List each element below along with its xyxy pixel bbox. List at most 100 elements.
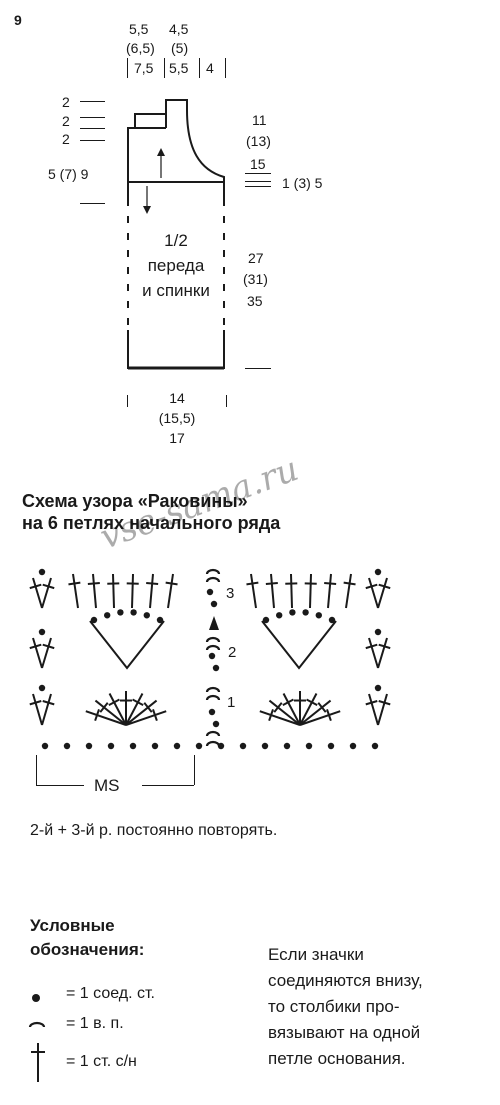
double-crochet-crossbar <box>306 698 318 706</box>
chain-stitch-icon <box>205 636 221 643</box>
slip-stitch-icon <box>130 609 137 616</box>
bottom-width-1: 14 <box>169 390 185 406</box>
foundation-dot <box>305 742 313 750</box>
double-crochet-crossbar <box>273 702 283 713</box>
double-crochet-crossbar <box>87 581 100 586</box>
foundation-dot <box>327 742 335 750</box>
fan-stitch-icon <box>125 710 167 726</box>
slip-stitch-icon <box>276 612 283 619</box>
chain-stitch-icon <box>205 730 221 737</box>
double-crochet-crossbar <box>42 583 55 590</box>
double-crochet-crossbar <box>108 698 120 706</box>
double-crochet-crossbar <box>365 700 378 706</box>
figure-number: 9 <box>14 12 22 28</box>
legend-title-line-1: Условные <box>30 916 115 935</box>
fan-stitch-icon <box>268 699 301 726</box>
double-crochet-icon <box>131 573 134 609</box>
slip-stitch-icon <box>156 616 164 624</box>
fan-stitch-icon <box>125 699 158 726</box>
foundation-dot <box>41 742 49 750</box>
center-label-line-3: и спинки <box>142 281 210 300</box>
repeat-note: 2-й + 3-й р. постоянно повторять. <box>30 822 278 839</box>
legend-note-line-1: Если значки <box>268 945 364 964</box>
chain-arc <box>89 620 165 670</box>
right-top-2: (13) <box>246 133 271 149</box>
fan-stitch-icon <box>108 693 127 726</box>
slip-stitch-icon <box>32 994 40 1002</box>
fan-stitch-icon <box>125 693 144 726</box>
slip-stitch-icon <box>38 568 46 576</box>
slip-stitch-icon <box>212 720 220 728</box>
chain-stitch-icon <box>205 568 221 575</box>
top-width-3a: 7,5 <box>134 60 154 76</box>
double-crochet-icon <box>41 577 52 609</box>
top-width-2b: (5) <box>171 40 189 56</box>
double-crochet-icon <box>41 637 52 669</box>
schematic-outline <box>126 99 226 370</box>
slip-stitch-icon <box>38 684 46 692</box>
pattern-title-line-1: Схема узора «Раковины» <box>22 491 248 511</box>
chain-stitch-icon <box>205 576 221 583</box>
slip-stitch-icon <box>117 609 124 616</box>
chain-stitch-icon <box>205 686 221 693</box>
double-crochet-crossbar <box>378 700 391 706</box>
legend-title-line-2: обозначения: <box>30 940 145 959</box>
fan-stitch-icon <box>299 710 341 726</box>
double-crochet-icon <box>377 637 388 669</box>
double-crochet-icon <box>250 573 257 609</box>
double-crochet-icon <box>41 693 52 726</box>
double-crochet-icon <box>72 573 79 609</box>
double-crochet-icon <box>327 573 332 609</box>
crochet-chart <box>29 568 391 750</box>
center-label-line-1: 1/2 <box>164 231 188 250</box>
legend-note: Если значки соединяются внизу, то столби… <box>268 942 423 1072</box>
pattern-title-line-2: на 6 петлях начального ряда <box>22 513 281 533</box>
double-crochet-crossbar <box>146 581 159 586</box>
right-top-3: 15 <box>250 156 266 172</box>
foundation-dot <box>261 742 269 750</box>
double-crochet-crossbar <box>265 581 278 586</box>
double-crochet-crossbar <box>268 709 274 722</box>
chain-stitch-icon <box>205 694 221 701</box>
double-crochet-icon <box>32 637 43 669</box>
double-crochet-crossbar <box>324 581 337 586</box>
double-crochet-crossbar <box>365 583 378 590</box>
repeat-label: MS <box>94 776 120 795</box>
top-width-1a: 5,5 <box>129 21 149 37</box>
slip-stitch-icon <box>328 616 336 624</box>
slip-stitch-icon <box>38 628 46 636</box>
right-side-measure: 1 (3) 5 <box>282 175 323 191</box>
left-mark-2: 2 <box>62 113 70 129</box>
foundation-dot <box>173 742 181 750</box>
fan-stitch-icon <box>282 693 301 726</box>
double-crochet-icon <box>377 693 388 726</box>
foundation-dot <box>283 742 291 750</box>
slip-stitch-icon <box>206 588 214 596</box>
double-crochet-icon <box>270 573 275 609</box>
slip-stitch-icon <box>374 684 382 692</box>
slip-stitch-icon <box>210 600 218 608</box>
row-arrow-icon <box>209 616 219 630</box>
foundation-dot <box>107 742 115 750</box>
fan-stitch-icon <box>299 699 332 726</box>
slip-stitch-icon <box>212 664 220 672</box>
slip-stitch-icon <box>208 652 216 660</box>
double-crochet-icon <box>31 1043 45 1082</box>
chain-stitch-icon <box>205 740 221 747</box>
double-crochet-crossbar <box>29 643 42 650</box>
double-crochet-crossbar <box>42 700 55 706</box>
row-number-3: 3 <box>226 585 235 602</box>
row-number-1: 1 <box>227 694 236 711</box>
left-mark-1: 2 <box>62 94 70 110</box>
foundation-dot <box>195 742 203 750</box>
slip-stitch-icon <box>90 616 98 624</box>
double-crochet-icon <box>92 573 97 609</box>
double-crochet-crossbar <box>365 643 378 650</box>
slip-stitch-icon <box>374 568 382 576</box>
fan-stitch-icon <box>259 710 301 726</box>
slip-stitch-icon <box>289 609 296 616</box>
foundation-dot <box>85 742 93 750</box>
left-side-measure: 5 (7) 9 <box>48 166 89 182</box>
double-crochet-crossbar <box>317 702 327 713</box>
top-width-2a: (6,5) <box>126 40 155 56</box>
